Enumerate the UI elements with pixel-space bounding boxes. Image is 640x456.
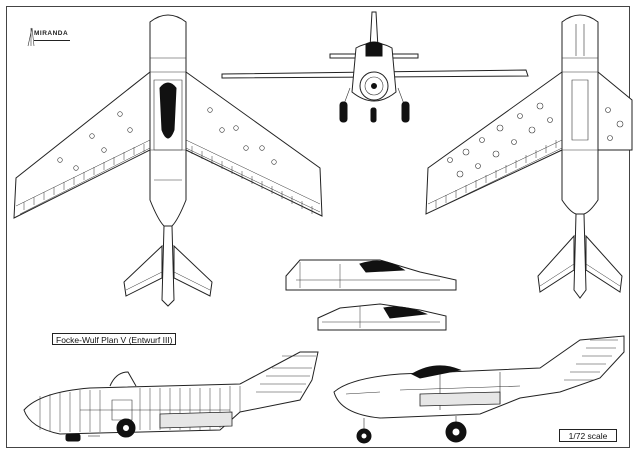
canopy-details: [285, 259, 457, 331]
cutaway-side-view: [23, 351, 319, 442]
sheet-border: [6, 6, 630, 448]
logo-underline: [34, 40, 70, 41]
logo-text: MIRANDA: [34, 30, 69, 37]
top-view: [13, 14, 323, 307]
scale-label: 1/72 scale: [559, 429, 617, 442]
side-profile-view: [333, 335, 625, 444]
front-view: [221, 11, 529, 123]
publisher-logo: MIRANDA: [22, 24, 72, 50]
drawing-title: Focke-Wulf Plan V (Entwurf III): [52, 333, 176, 345]
bottom-view: [425, 14, 633, 299]
logo-mark-icon: [27, 27, 35, 47]
